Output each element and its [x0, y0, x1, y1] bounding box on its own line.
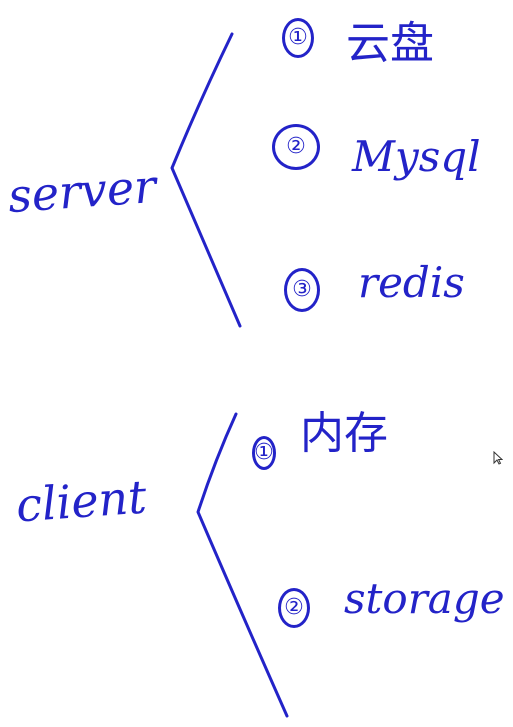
client-label: client: [14, 469, 149, 533]
server-label: server: [6, 158, 158, 224]
server-brace: [170, 32, 242, 328]
client-item-2-label: storage: [344, 574, 505, 623]
server-item-1-marker: ①: [282, 18, 314, 58]
client-item-1-marker: ①: [252, 436, 276, 470]
client-item-1-label: 内存: [300, 408, 388, 459]
client-item-2-marker: ②: [278, 588, 310, 628]
server-item-3-marker: ③: [284, 268, 320, 312]
server-item-2-marker: ②: [272, 124, 320, 170]
mouse-pointer-icon: [493, 451, 503, 465]
server-item-2-label: Mysql: [352, 132, 481, 181]
server-item-1-label: 云盘: [346, 18, 434, 69]
client-brace: [196, 412, 289, 718]
server-item-3-label: redis: [358, 258, 465, 307]
